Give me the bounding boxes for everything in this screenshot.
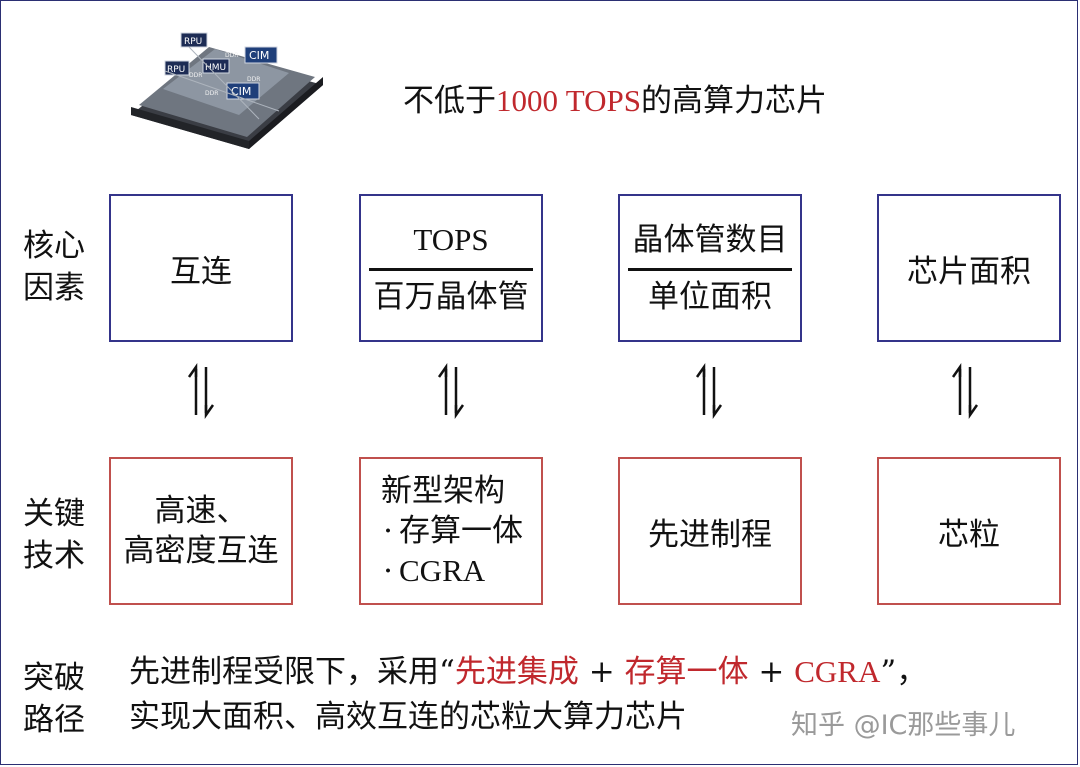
fraction-bar (628, 267, 792, 271)
up-down-arrow-icon (187, 363, 215, 419)
tops-numerator: TOPS (413, 221, 489, 257)
factor-density-box: 晶体管数目 单位面积 (618, 194, 802, 342)
tops-fraction: TOPS 百万晶体管 (369, 218, 533, 319)
conclusion-cim: 存算一体 (624, 654, 749, 690)
conclusion-line-1: 先进制程受限下，采用“先进集成 + 存算一体 + CGRA”， (129, 651, 927, 693)
tech-process-box: 先进制程 (618, 457, 802, 605)
tech-interconnect-box: 高速、 高密度互连 (109, 457, 293, 605)
key-tech-label-line2: 技术 (23, 538, 85, 574)
bullet-icon: · (383, 513, 393, 549)
hmu-label: HMU (205, 63, 226, 73)
rpu-block-1 (180, 32, 208, 48)
tech-architecture-box: 新型架构 · 存算一体 · CGRA (359, 457, 543, 605)
factor-area-box: 芯片面积 (877, 194, 1061, 342)
key-tech-label: 关键 技术 (23, 493, 93, 577)
density-denominator: 单位面积 (648, 278, 772, 315)
ddr-label-4: DDR (205, 90, 218, 97)
list-item: · CGRA (377, 551, 523, 591)
title-suffix: 的高算力芯片 (641, 83, 827, 119)
factor-area-text: 芯片面积 (907, 253, 1031, 290)
watermark: 知乎 @IC那些事儿 (791, 710, 1016, 741)
ddr-label-3: DDR (247, 76, 260, 83)
tech-process-text: 先进制程 (648, 516, 772, 553)
cim-label-1: CIM (249, 49, 269, 62)
core-factors-label-line1: 核心 (23, 228, 85, 264)
cim-block-1 (244, 46, 278, 64)
up-down-arrow-icon (695, 363, 723, 419)
tech-item-cim: 存算一体 (399, 513, 523, 549)
breakthrough-label-line2: 路径 (23, 702, 85, 738)
tops-denominator: 百万晶体管 (373, 278, 529, 315)
tech-interconnect-text: 高速、 高密度互连 (124, 491, 279, 571)
tech-interconnect-line1: 高速、 (154, 493, 248, 529)
conclusion-advanced-integration: 先进集成 (454, 654, 579, 690)
key-tech-label-line1: 关键 (23, 496, 85, 532)
conclusion-suffix: ”， (880, 654, 928, 690)
diagram-title: 不低于1000 TOPS的高算力芯片 (403, 75, 827, 120)
plus-sign: + (748, 654, 795, 690)
up-down-arrow-icon (437, 363, 465, 419)
core-factors-label: 核心 因素 (23, 225, 93, 309)
plus-sign: + (578, 654, 625, 690)
hmu-block (202, 58, 230, 74)
core-factors-label-line2: 因素 (23, 270, 85, 306)
tech-chiplet-text: 芯粒 (938, 516, 1000, 553)
density-fraction: 晶体管数目 单位面积 (628, 218, 792, 319)
bullet-icon: · (383, 553, 393, 589)
conclusion-line-2: 实现大面积、高效互连的芯粒大算力芯片 (129, 696, 687, 738)
fraction-bar (369, 267, 533, 271)
tech-chiplet-box: 芯粒 (877, 457, 1061, 605)
tech-architecture-title: 新型架构 (381, 473, 505, 509)
title-highlight: 1000 TOPS (496, 83, 641, 118)
factor-tops-box: TOPS 百万晶体管 (359, 194, 543, 342)
breakthrough-label-line1: 突破 (23, 660, 85, 696)
rpu-label-1: RPU (184, 37, 202, 47)
density-numerator: 晶体管数目 (632, 221, 788, 258)
conclusion-line-2-text: 实现大面积、高效互连的芯粒大算力芯片 (129, 699, 687, 735)
list-item: · 存算一体 (377, 511, 523, 551)
chip-illustration: RPU RPU HMU CIM CIM DDR DDR DDR DDR (131, 32, 323, 149)
factor-interconnect-text: 互连 (170, 253, 232, 290)
tech-interconnect-line2: 高密度互连 (123, 533, 279, 569)
breakthrough-label: 突破 路径 (23, 657, 93, 741)
tech-architecture-list: 新型架构 · 存算一体 · CGRA (377, 471, 523, 591)
rpu-label-2: RPU (167, 65, 185, 75)
ddr-label-1: DDR (225, 52, 238, 59)
ddr-label-2: DDR (189, 72, 202, 79)
factor-interconnect-box: 互连 (109, 194, 293, 342)
tech-item-cgra: CGRA (399, 553, 486, 588)
conclusion-prefix: 先进制程受限下，采用“ (129, 654, 455, 690)
cim-label-2: CIM (231, 85, 251, 98)
title-prefix: 不低于 (403, 83, 496, 119)
up-down-arrow-icon (951, 363, 979, 419)
conclusion-cgra: CGRA (794, 654, 881, 689)
